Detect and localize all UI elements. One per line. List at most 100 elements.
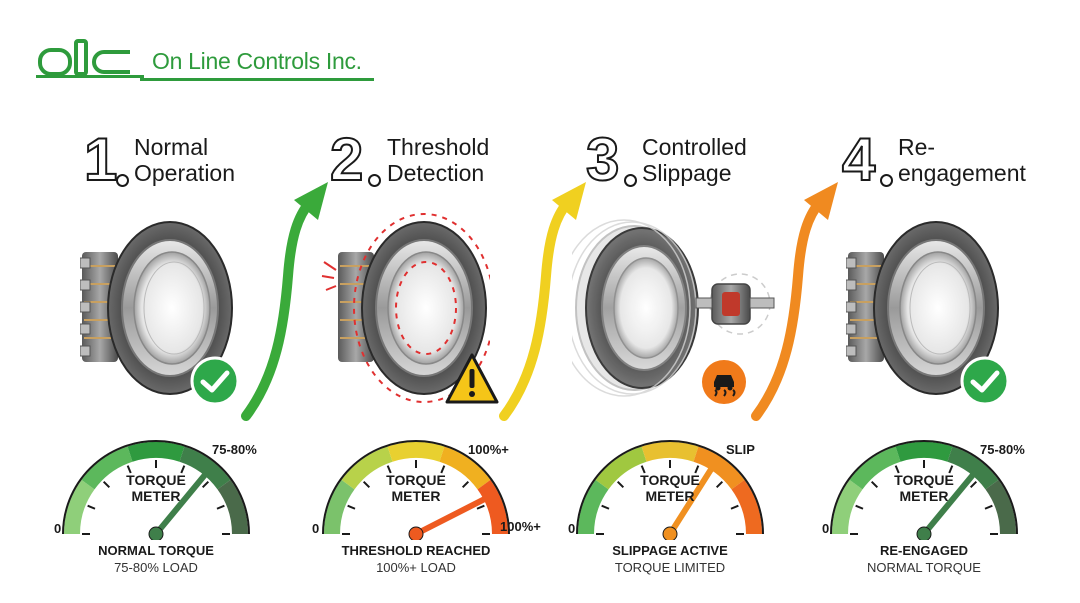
gauge-tick [601, 504, 610, 510]
gauge-needle [153, 470, 209, 537]
gauge-arc-segment [217, 479, 248, 535]
gauge-hub [148, 526, 164, 540]
gauge-zero-label: 0 [568, 521, 576, 536]
gauge-arc-segment [324, 479, 355, 535]
gauge-hub [662, 526, 678, 540]
step-dot [368, 174, 381, 187]
gauge-max-label: 75-80% [212, 442, 257, 457]
gauge-dial [830, 440, 1018, 540]
gauge-tick [201, 480, 210, 489]
gauge-needle [921, 470, 977, 537]
gauge-tick [476, 504, 485, 510]
gauge-tick [855, 504, 864, 510]
gauge-outline [322, 440, 510, 535]
step-number: 2 [329, 126, 364, 193]
gauge-tick [440, 465, 446, 474]
gauge-tick [461, 480, 470, 489]
olc-logo-icon [36, 39, 144, 78]
gauge-hub [916, 526, 932, 540]
clutch-pack-image [80, 221, 233, 395]
arrow-step-2-to-3 [499, 182, 586, 421]
gauge-arc-segment [641, 442, 699, 462]
gauge-dial [576, 440, 764, 540]
step-title: Re-engagement [898, 134, 1026, 186]
gauge-arc-segment [439, 446, 491, 490]
gauge-arc-segment [947, 446, 999, 490]
gauge-arc-segment [127, 442, 185, 462]
gauge-needle [413, 495, 489, 537]
gauge-zero-label: 0 [54, 521, 62, 536]
gauge-tick [948, 465, 954, 474]
company-logo: On Line Controls Inc. [36, 38, 376, 84]
gauge-arc-segment [81, 446, 133, 490]
arrow-step-1-to-2 [241, 182, 328, 421]
gauge-arc-segment [595, 446, 647, 490]
traction-slip-icon [702, 360, 746, 404]
gauge-hub [408, 526, 424, 540]
gauge-arc-segment [64, 479, 95, 535]
gauge-arc-segment [477, 479, 508, 535]
clutch-pack-image [321, 213, 490, 403]
step-4-header: 4 Re-engagement [841, 126, 1042, 194]
gauge-tick [347, 504, 356, 510]
step-dot [624, 174, 637, 187]
gauge-tick [694, 465, 700, 474]
gauge-arc-segment [832, 479, 863, 535]
gauge-outline [830, 440, 1018, 535]
step-number: 4 [841, 126, 876, 193]
gauge-arc-segment [849, 446, 901, 490]
gauge-arc-segment [693, 446, 745, 490]
gauge-tick [616, 480, 625, 489]
step-number: 3 [585, 126, 620, 193]
gauge-outline [576, 440, 764, 535]
gauge-tick [87, 504, 96, 510]
gauge-max-label: 100%+ [468, 442, 509, 457]
gauge-tick [730, 504, 739, 510]
gauge-tick [969, 480, 978, 489]
gauge-zero-label: 0 [822, 521, 830, 536]
gauge-arc-segment [578, 479, 609, 535]
gauge-tick [102, 480, 111, 489]
gauge-tick [640, 465, 646, 474]
clutch-pack-image [846, 221, 999, 395]
check-circle-icon [960, 356, 1010, 406]
gauge-arc-segment [341, 446, 393, 490]
gauge-tick [180, 465, 186, 474]
gauge-max-label: SLIP [726, 442, 755, 457]
slipping-clutch-image [572, 219, 775, 397]
gauge-max-label: 75-80% [980, 442, 1025, 457]
arrow-step-3-to-4 [751, 182, 838, 421]
gauge-tick [715, 480, 724, 489]
gauge-tick [386, 465, 392, 474]
step-dot [116, 174, 129, 187]
step-number: 1 [83, 126, 118, 193]
gauge-tick [362, 480, 371, 489]
check-circle-icon [190, 356, 240, 406]
gauge-arc-segment [985, 479, 1016, 535]
gauge-dial [62, 440, 250, 540]
gauge-arc-segment [731, 479, 762, 535]
gauge-needle [667, 465, 715, 537]
step-dot [880, 174, 893, 187]
gauge-arc-segment [387, 442, 445, 462]
gauge-outline [62, 440, 250, 535]
gauge-tick [216, 504, 225, 510]
company-name: On Line Controls Inc. [152, 48, 362, 74]
gauge-tick [870, 480, 879, 489]
gauge-arc-segment [179, 446, 231, 490]
gauge-tick [984, 504, 993, 510]
warning-triangle-icon [445, 353, 499, 404]
